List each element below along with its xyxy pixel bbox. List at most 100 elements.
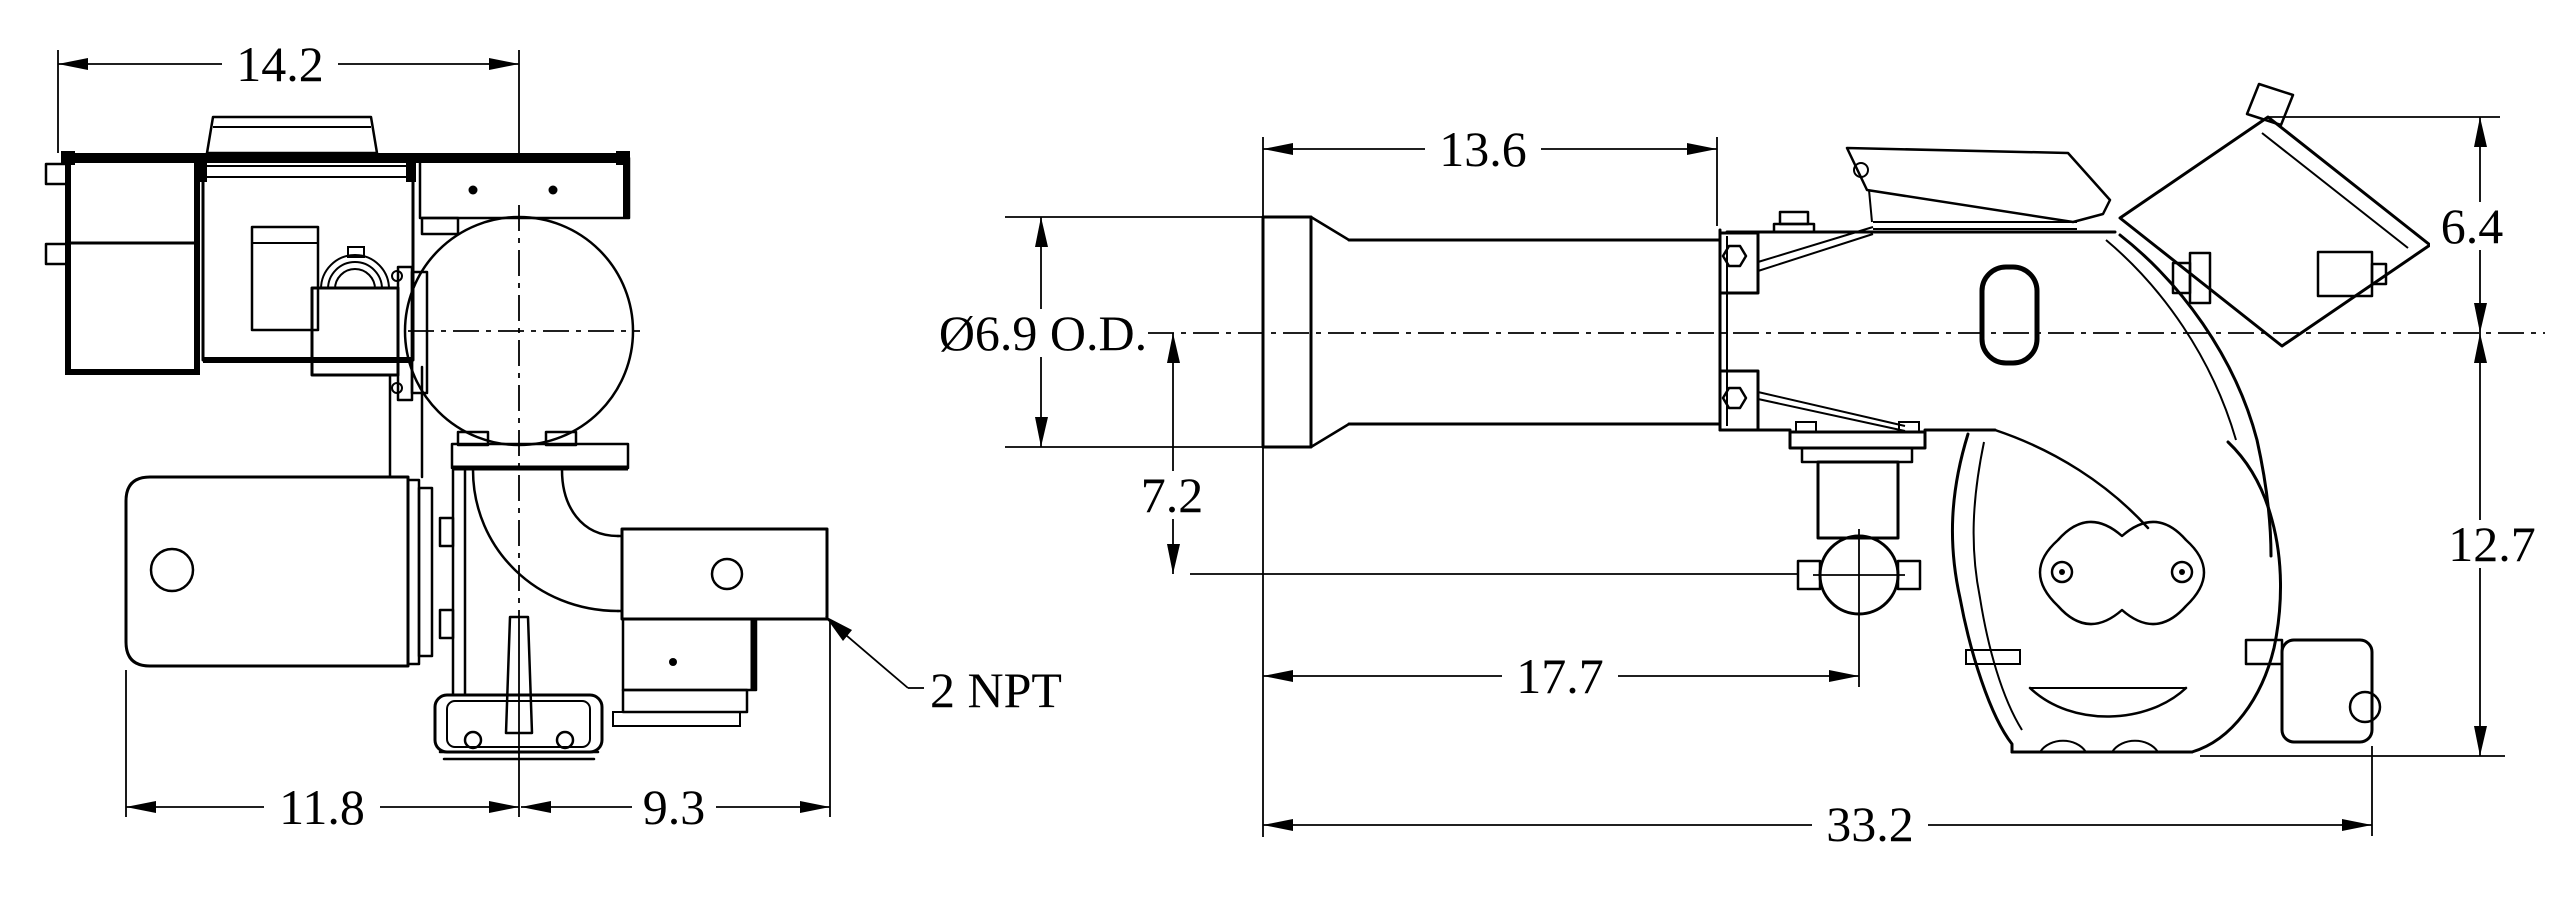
side-view: 13.6 Ø6.9 O.D. 7.2 — [939, 82, 2550, 852]
gas-flange-plate-2 — [1800, 446, 1914, 464]
scroll-tab — [1965, 649, 2021, 665]
callout-gas-connection: 2 NPT — [825, 616, 1062, 718]
sight-glass-slot — [1979, 264, 2040, 366]
dim-tube-end-to-gas-inlet: 17.7 — [1263, 621, 1860, 704]
control-box-tab — [2245, 82, 2295, 127]
blast-tube-end-ring — [1261, 215, 1313, 449]
dim-label: 12.7 — [2448, 516, 2536, 572]
gas-drop-pipe — [1816, 460, 1900, 540]
scanner-plate-hole — [1853, 162, 1869, 178]
mount-bracket-top — [1718, 231, 1760, 295]
panel-hinge-bottom — [44, 242, 70, 266]
bracket-hex-bolt-top — [1721, 244, 1748, 268]
arrowhead-left — [126, 801, 156, 813]
arrowhead-left — [1263, 143, 1293, 155]
fan-housing-top — [418, 156, 631, 220]
pump-tab-1 — [438, 516, 455, 548]
scroll-inner — [1972, 441, 2023, 731]
dim-label: 13.6 — [1439, 121, 1527, 177]
motor-mount-clover — [2038, 520, 2206, 626]
motor-flange-ring-2 — [417, 486, 434, 658]
gas-flange-bolt-left — [1795, 421, 1817, 433]
label-bg — [2430, 202, 2514, 250]
label-bg — [2434, 520, 2550, 568]
arrowhead-up — [1167, 333, 1180, 363]
motor-flange-ring-1 — [406, 478, 421, 666]
arrowhead-right — [2342, 819, 2372, 831]
arrowhead-right — [1687, 143, 1717, 155]
gas-inlet-bore — [710, 557, 744, 591]
scanner-plate — [1845, 146, 2112, 224]
plate-leg — [1868, 189, 1873, 223]
leader-arrowhead — [825, 616, 852, 641]
control-box-inner-edge — [2261, 132, 2409, 249]
foot-slot — [504, 615, 534, 735]
dim-label: 33.2 — [1826, 796, 1914, 852]
motor-box-bracket — [2244, 638, 2284, 666]
damper-curl-outer — [320, 254, 390, 290]
arrowhead-left — [1263, 670, 1293, 682]
dim-label: 17.7 — [1516, 648, 1604, 704]
label-bg — [222, 40, 338, 88]
valve-body — [621, 617, 758, 692]
label-bg — [1502, 652, 1618, 700]
scroll-outer-right — [2190, 440, 2282, 754]
gusset-top-2 — [1757, 233, 1874, 272]
dim-label: 11.8 — [279, 779, 365, 835]
clover-bolt-left — [2050, 560, 2074, 584]
housing-neck-curve — [1993, 428, 2150, 530]
dim-centerline-to-gas-inlet: 7.2 — [1130, 333, 1798, 575]
dim-centerline-to-top: 6.4 — [2268, 116, 2514, 333]
gas-flange-bolt-right — [1898, 421, 1920, 433]
dim-blast-tube-od: Ø6.9 O.D. — [939, 216, 1263, 448]
scroll-outer-left — [1950, 432, 2014, 754]
dim-blast-tube-length: 13.6 — [1262, 121, 1718, 226]
arrowhead-down — [2474, 303, 2487, 333]
label-bg — [941, 309, 1145, 357]
outlet-flange — [450, 442, 630, 470]
label-bg — [264, 783, 380, 831]
housing-step — [420, 216, 460, 236]
clover-bolt-right-dot — [2179, 569, 2185, 575]
damper-curl-mid — [327, 261, 383, 290]
rail-block-right — [406, 158, 416, 182]
foot-bolt-left — [463, 730, 483, 750]
flange-bolt-right — [544, 430, 578, 447]
foot-bolt-right — [555, 730, 575, 750]
damper-nub — [347, 246, 365, 258]
arrowhead-right — [800, 801, 830, 813]
blower-motor-box — [2280, 638, 2374, 744]
scroll-belly-arc — [2028, 686, 2188, 718]
arrowhead-right — [489, 58, 519, 70]
clamp-nut — [2171, 261, 2192, 295]
valve-step — [621, 688, 749, 714]
arrowhead-up — [2474, 333, 2487, 363]
arrowhead-left — [521, 801, 551, 813]
bracket-hex-bolt-bottom — [1721, 386, 1748, 410]
conduit-fitting-nub — [2370, 262, 2388, 286]
housing-access-plate — [250, 225, 320, 332]
valve-dot — [669, 658, 677, 666]
front-view: 14.2 11.8 9.3 2 NPT — [44, 36, 1062, 835]
gas-flange-plate — [1788, 430, 1927, 450]
dim-bottom-left-width: 11.8 — [125, 670, 519, 835]
skirt-cutout-2 — [2111, 739, 2159, 753]
arrowhead-down — [1035, 417, 1048, 447]
rail-block-left — [197, 158, 207, 182]
arrowhead-right — [1829, 670, 1859, 682]
clamp-plate — [2188, 251, 2212, 305]
arrowhead-right — [489, 801, 519, 813]
label-bg — [632, 783, 716, 831]
dim-centerline-to-bottom: 12.7 — [2200, 333, 2550, 757]
pump-tab-2 — [438, 608, 455, 640]
control-panel — [65, 155, 200, 375]
conduit-box — [205, 115, 379, 155]
dim-label: 14.2 — [236, 36, 324, 92]
housing-right-inner — [2105, 239, 2237, 441]
arrowhead-down — [2474, 726, 2487, 756]
label-bg — [1812, 800, 1928, 848]
label-bg — [1130, 471, 1214, 519]
fastener-dot-right — [548, 185, 558, 195]
flange-bolt-left — [456, 430, 490, 447]
